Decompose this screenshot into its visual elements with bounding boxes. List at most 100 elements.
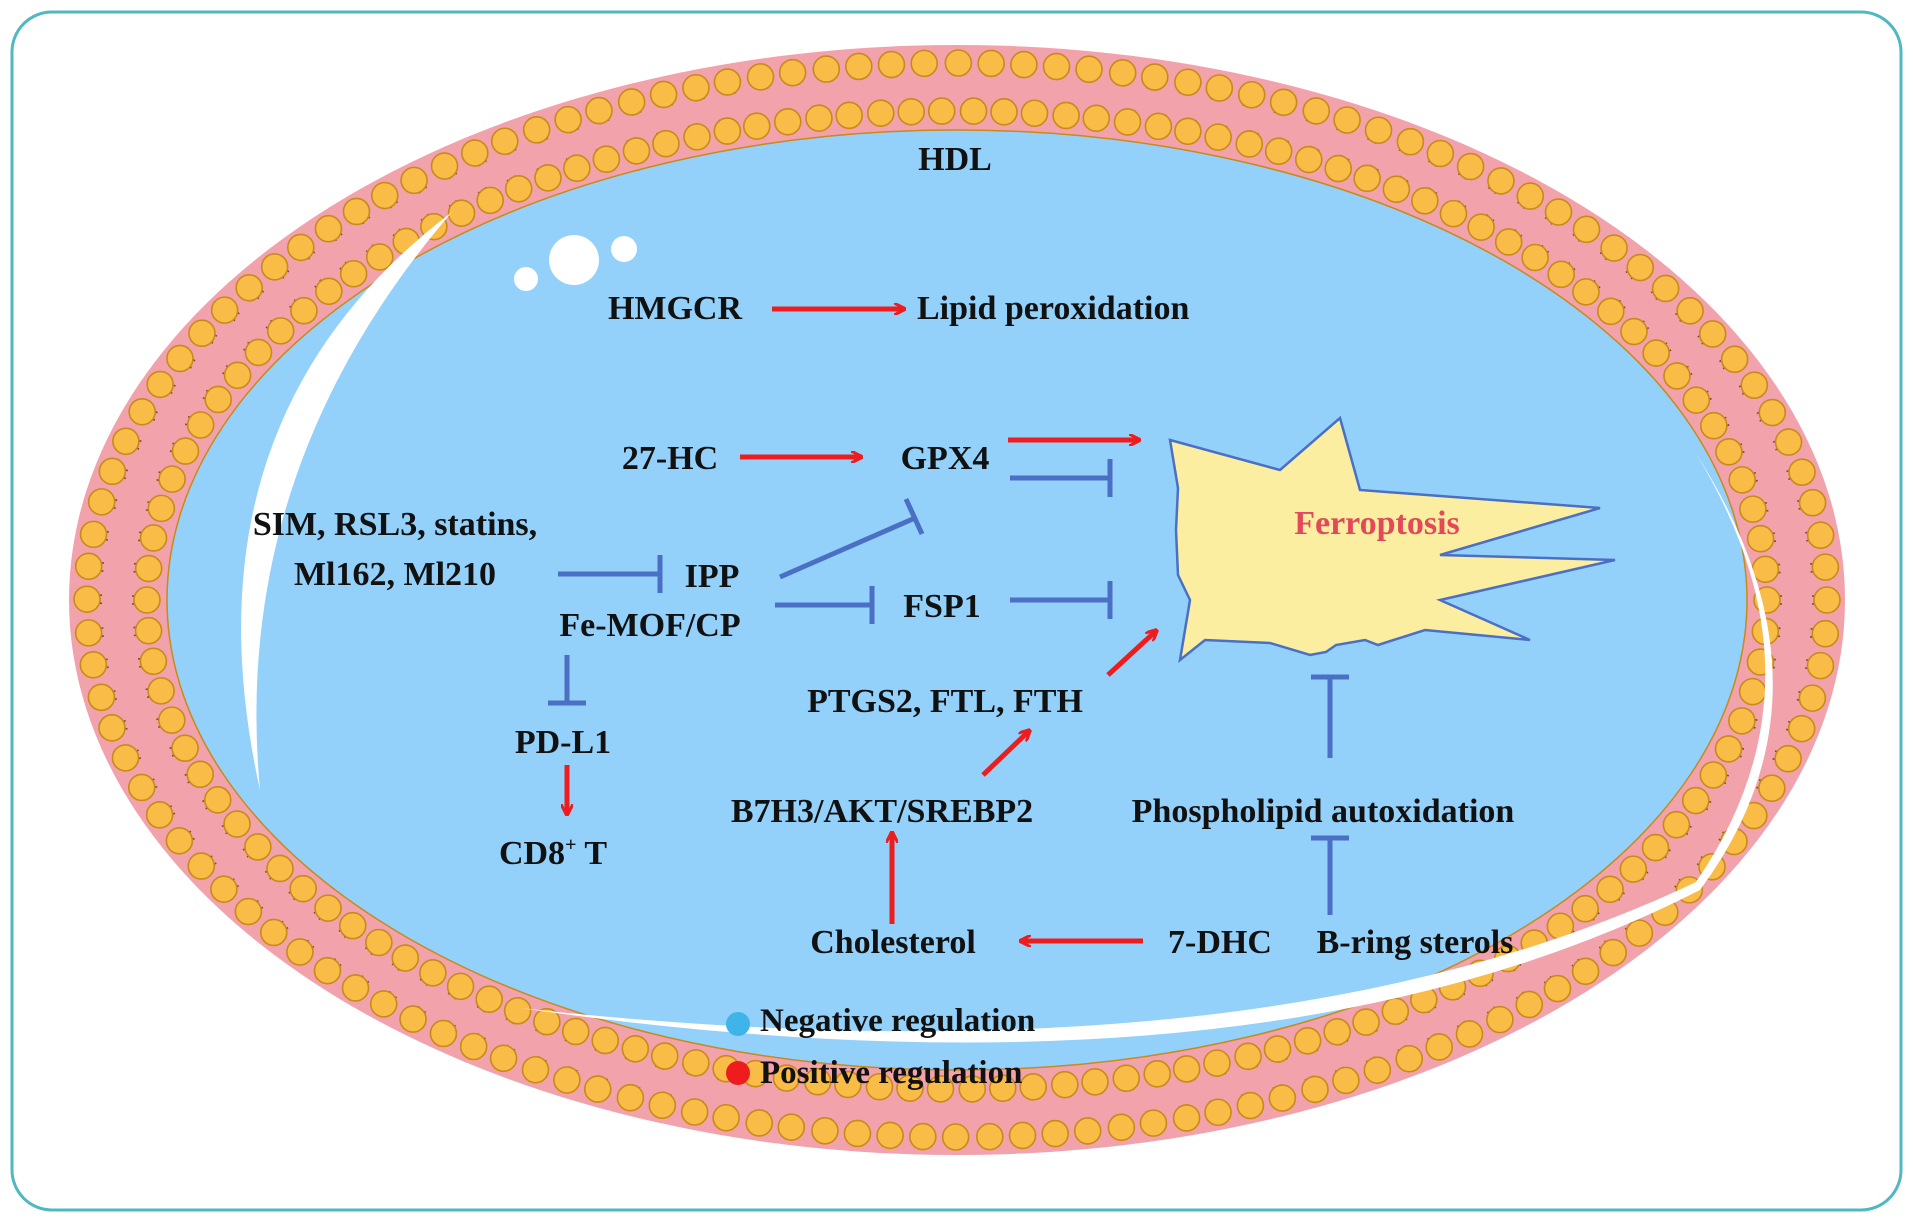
outer-lipid-head: [1268, 1084, 1297, 1112]
outer-lipid-head: [909, 1122, 937, 1151]
ferroptosis-burst: [1168, 415, 1616, 664]
inner-lipid-head: [158, 706, 186, 734]
outer-lipid-head: [1798, 488, 1827, 517]
outer-lipid-head: [910, 49, 939, 78]
outer-lipid-head: [812, 55, 841, 83]
inner-lipid-head: [391, 944, 420, 972]
inner-lipid-head: [1662, 810, 1691, 839]
outer-lipid-head: [74, 619, 103, 647]
inner-lipid-head: [1352, 1008, 1380, 1036]
outer-lipid-head: [1041, 1119, 1069, 1148]
outer-lipid-head: [1269, 88, 1298, 117]
outer-lipid-head: [1798, 684, 1827, 712]
outer-lipid-head: [146, 370, 174, 399]
inner-lipid-head: [1681, 786, 1710, 815]
outer-lipid-head: [1487, 167, 1515, 195]
inner-lipid-head: [1620, 317, 1648, 346]
inner-lipid-head: [772, 1064, 801, 1092]
outer-lipid-head: [1301, 1075, 1329, 1104]
inner-lipid-head: [1112, 1064, 1141, 1093]
outer-lipid-head: [1757, 774, 1786, 803]
outer-lipid-head: [1042, 52, 1071, 81]
inner-lipid-head: [652, 129, 680, 158]
inner-lipid-head: [134, 554, 163, 583]
outer-lipid-head: [235, 273, 263, 302]
outer-lipid-head: [521, 1055, 550, 1084]
label-gpx4: GPX4: [901, 440, 990, 477]
inner-lipid-head: [592, 145, 621, 173]
inner-lipid-head: [683, 123, 711, 151]
outer-lipid-head: [1698, 320, 1727, 348]
inner-lipid-head: [563, 154, 591, 182]
outer-lipid-head: [745, 1109, 774, 1137]
label-27hc: 27-HC: [622, 440, 718, 477]
inner-lipid-head: [339, 259, 368, 288]
inner-lipid-head: [1172, 1055, 1201, 1083]
label-phospholipid-autoxidation: Phospholipid autoxidation: [1132, 793, 1515, 830]
inhibit-gpx4-ferroptosis: [1010, 459, 1113, 497]
legend: Negative regulation Positive regulation: [726, 1003, 1035, 1091]
cell-membrane: [69, 45, 1845, 1155]
label-sim-line2: Ml162, Ml210: [294, 556, 496, 593]
outer-lipid-head: [112, 427, 140, 456]
outer-lipid-head: [313, 956, 342, 985]
inner-lipid-head: [244, 338, 273, 367]
outer-lipid-head: [1140, 63, 1169, 91]
inner-lipid-head: [266, 317, 295, 345]
outer-lipid-head: [1806, 651, 1835, 680]
outer-lipid-head: [1236, 1091, 1265, 1120]
inner-lipid-head: [1547, 260, 1576, 289]
outer-lipid-head: [1073, 1117, 1102, 1145]
outer-lipid-head: [73, 585, 101, 613]
outer-lipid-head: [648, 1091, 677, 1120]
inner-lipid-head: [1700, 411, 1728, 440]
outer-lipid-head: [1740, 371, 1769, 399]
outer-lipid-head: [778, 58, 807, 87]
inner-lipid-head: [773, 107, 802, 136]
inner-lipid-head: [171, 734, 199, 762]
inner-lipid-head: [1381, 997, 1410, 1026]
outer-lipid-head: [1774, 428, 1803, 456]
outer-lipid-head: [1333, 106, 1361, 134]
node-labels: HDL HMGCR Lipid peroxidation 27-HC GPX4 …: [253, 141, 1515, 961]
inner-lipid-head: [503, 997, 532, 1025]
label-b7h3-akt-srebp2: B7H3/AKT/SREBP2: [731, 793, 1033, 830]
outer-lipid-head: [1010, 50, 1038, 79]
inner-lipid-head: [1714, 735, 1743, 763]
arrow-b7h3-to-ptgs2: [981, 730, 1030, 777]
inhibit-fsp1-ferroptosis: [1010, 581, 1113, 619]
label-7-dhc: 7-DHC: [1168, 924, 1272, 961]
outer-lipid-head: [1720, 345, 1749, 374]
label-lipid-peroxidation: Lipid peroxidation: [917, 290, 1189, 327]
inner-lipid-head: [1324, 154, 1353, 183]
arrow-ptgs2-to-ferroptosis: [1106, 630, 1157, 677]
positive-arrows: [567, 309, 1157, 941]
outer-lipid-head: [777, 1113, 806, 1141]
inner-lipid-head: [1353, 164, 1381, 193]
inner-lipid-head: [1263, 1035, 1292, 1063]
inner-lipid-head: [865, 1072, 894, 1101]
outer-lipid-head: [1075, 55, 1103, 84]
inner-lipid-head: [866, 99, 895, 127]
outer-lipid-head: [1107, 1113, 1136, 1142]
label-b-ring-sterols: B-ring sterols: [1317, 924, 1514, 961]
inner-lipid-head: [622, 137, 651, 165]
outer-lipid-head: [522, 116, 551, 144]
inner-lipid-head: [1264, 137, 1293, 166]
outer-lipid-head: [941, 1123, 970, 1151]
inhibit-phospholipid-ferroptosis: [1311, 674, 1349, 758]
outer-lipid-head: [1811, 619, 1840, 648]
inner-lipid-head: [365, 928, 393, 957]
outer-lipid-head: [616, 1083, 645, 1112]
outer-lipid-head: [111, 744, 140, 772]
outer-lipid-head: [713, 68, 742, 96]
outer-lipid-head: [1813, 586, 1841, 614]
outer-lipid-head: [1008, 1121, 1037, 1150]
legend-negative-label: Negative regulation: [760, 1003, 1035, 1039]
outer-lipid-head: [127, 773, 156, 802]
inner-lipid-head: [1204, 123, 1232, 151]
inner-lipid-head: [1728, 707, 1756, 735]
inner-lipid-head: [1081, 1068, 1109, 1096]
